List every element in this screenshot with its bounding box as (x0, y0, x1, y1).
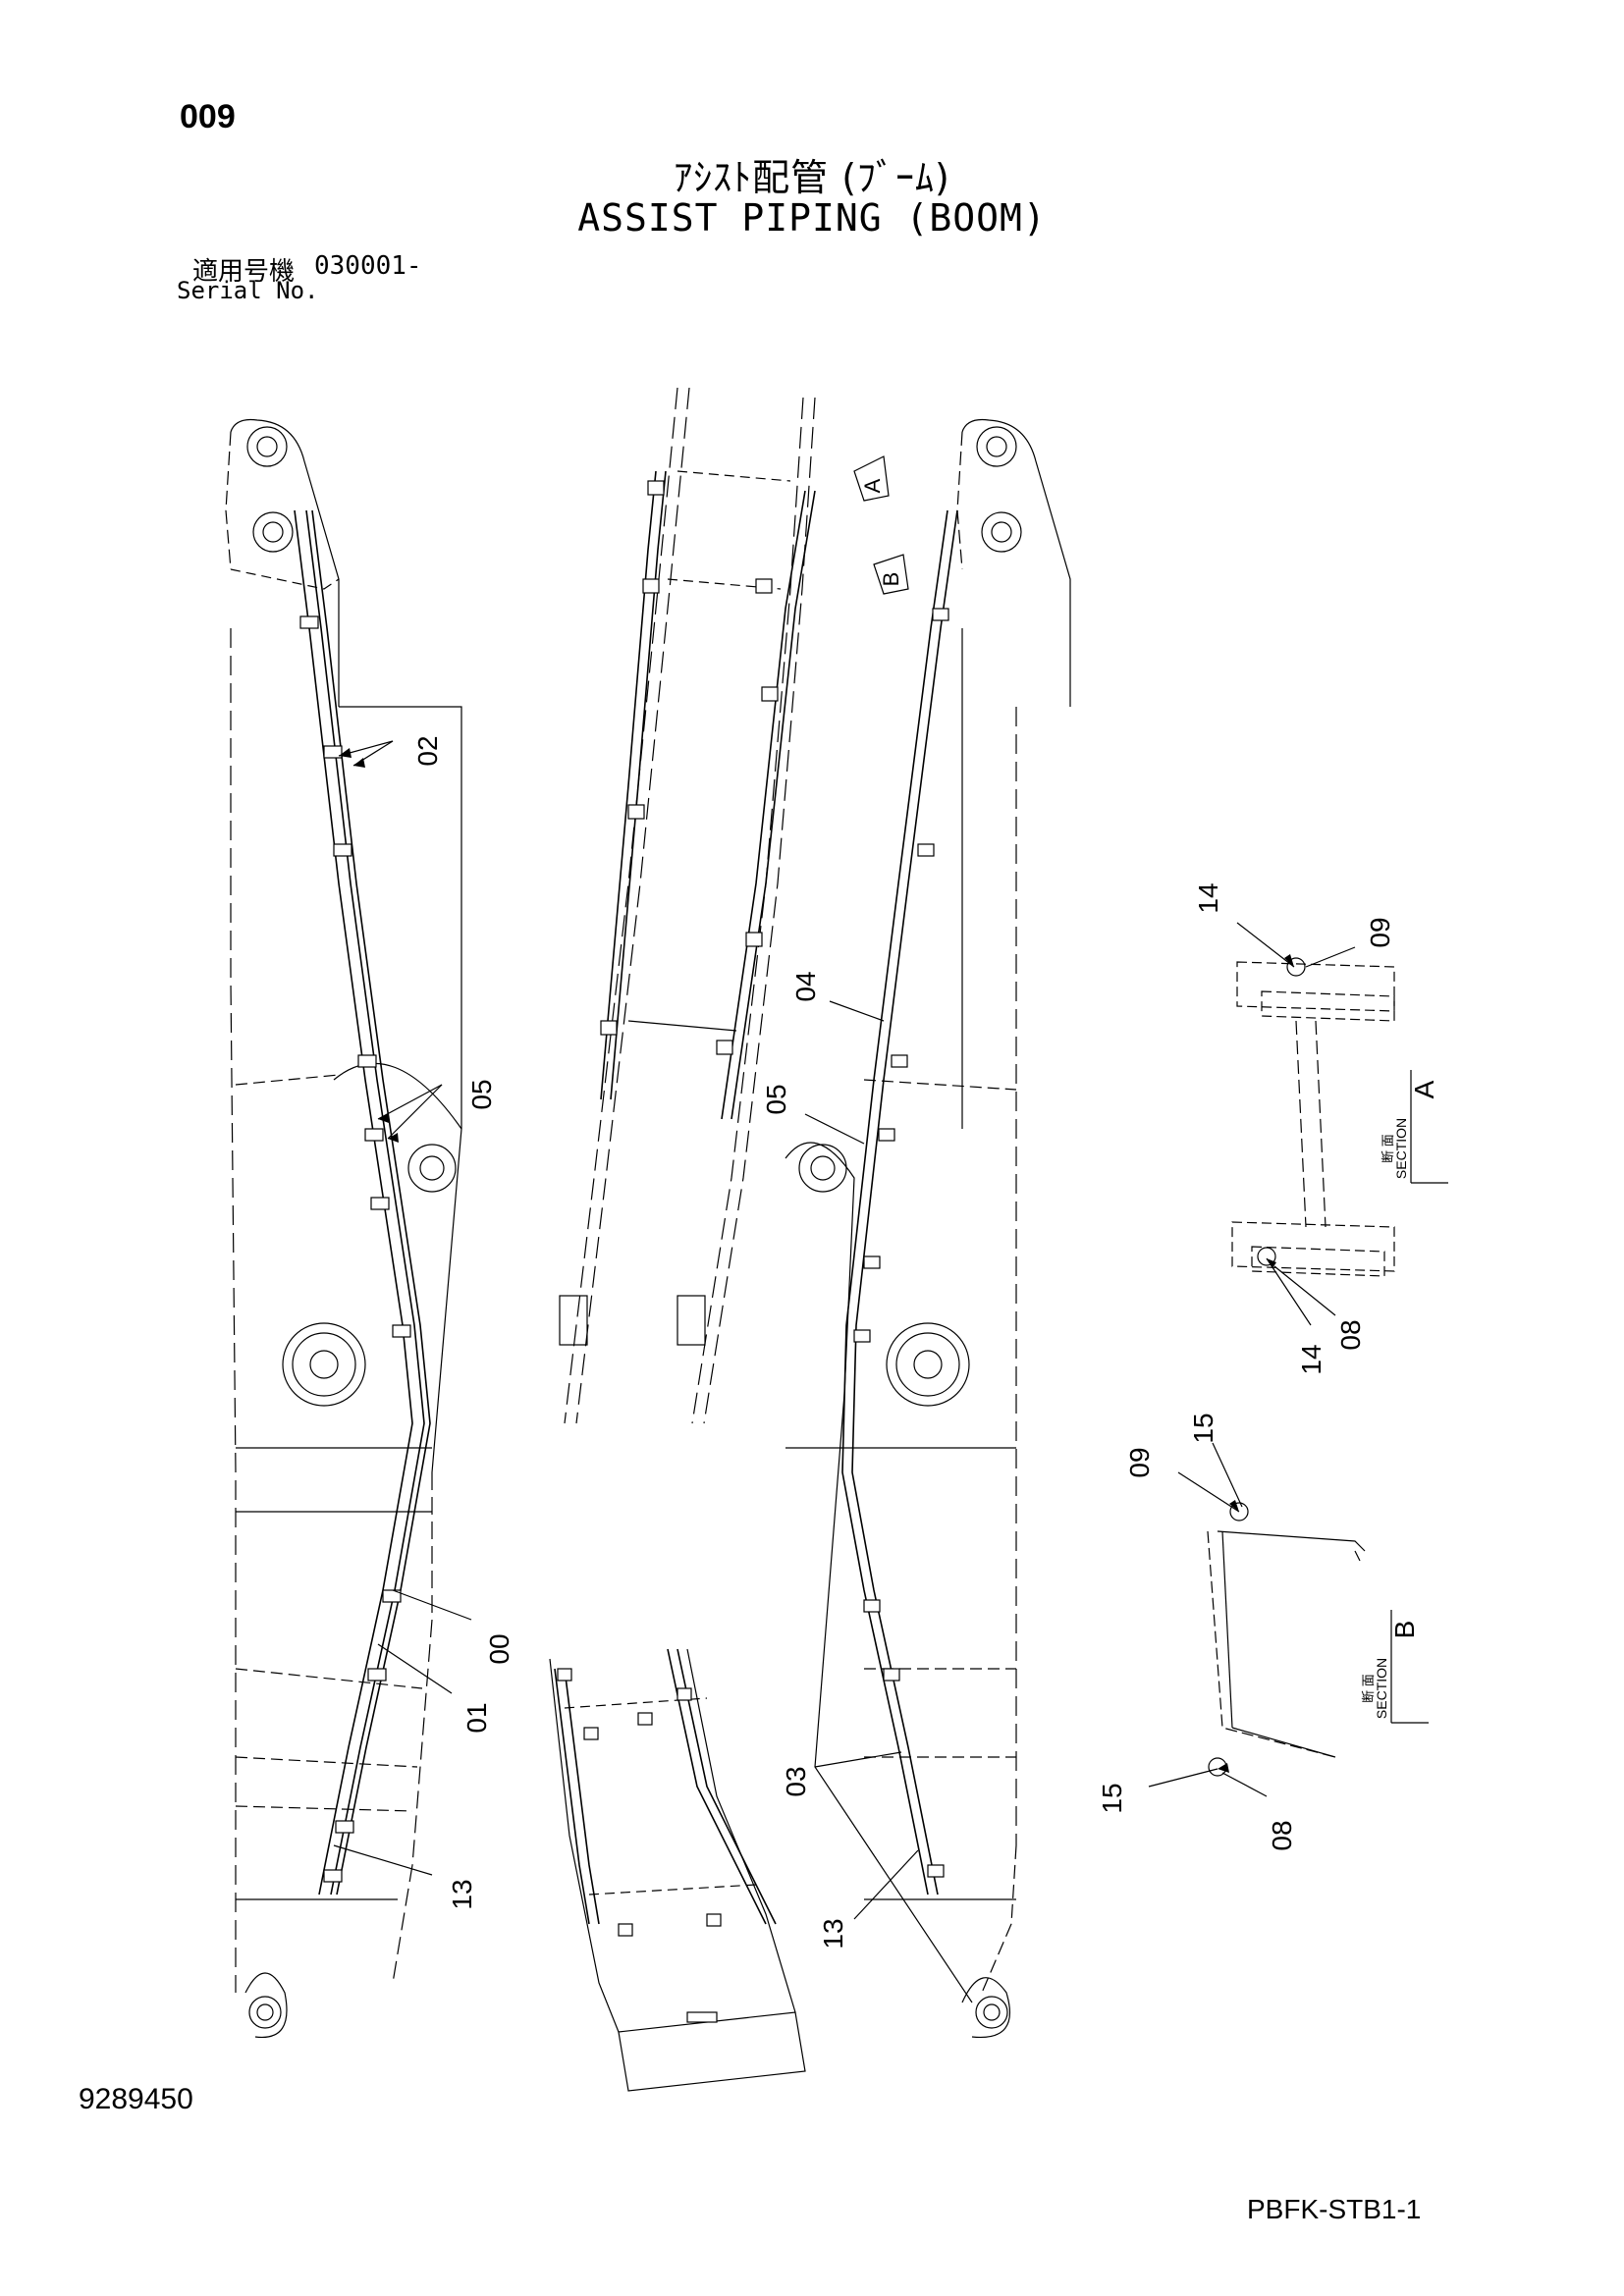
view-marker-a-arrow (853, 455, 890, 502)
serial-label-english: Serial No. (177, 277, 319, 304)
leader-arrowheads (339, 748, 1294, 1773)
callout-label: 13 (818, 1918, 848, 1949)
left-boom-top-pin (246, 426, 288, 467)
section-b-detail (1207, 1502, 1366, 1777)
callout-label: 14 (1296, 1344, 1326, 1374)
section-a-label-jp: 断 面 (1380, 1134, 1395, 1163)
callout-label: 08 (1335, 1319, 1366, 1350)
callout-label: 08 (1267, 1820, 1297, 1850)
left-boom-foot-pin (282, 1322, 366, 1407)
callout-label: 09 (1124, 1447, 1155, 1477)
left-boom-piping (294, 509, 431, 1896)
section-a-label-en: SECTION (1393, 1118, 1409, 1179)
top-view-upper-clamps (600, 480, 779, 1055)
callout-label: 00 (484, 1633, 514, 1664)
page-number: 009 (180, 98, 236, 135)
section-b-letter: B (1389, 1621, 1420, 1639)
title-english: ASSIST PIPING (BOOM) (577, 196, 1047, 240)
top-view-lower-piping (554, 1648, 777, 1925)
callout-label: 05 (761, 1084, 791, 1114)
left-boom-outline (225, 418, 462, 2039)
top-view-lower-clamps (557, 1668, 722, 2023)
callout-label: 09 (1365, 917, 1395, 947)
view-marker-a: A (860, 478, 885, 493)
callout-label: 15 (1188, 1413, 1218, 1443)
callout-label: 15 (1097, 1783, 1127, 1813)
right-boom-upper-pin (981, 511, 1022, 553)
top-view-upper-piping (600, 470, 816, 1120)
drawing-number: 9289450 (79, 2083, 193, 2115)
title-japanese: ｱｼｽﾄ配管 (ﾌﾞｰﾑ) (674, 156, 950, 199)
callout-label: 05 (466, 1079, 497, 1109)
callout-label: 02 (412, 735, 443, 766)
callout-label: 13 (447, 1879, 477, 1909)
right-boom-mid-pin (798, 1144, 847, 1193)
section-b-label-en: SECTION (1374, 1658, 1389, 1719)
view-marker-b-arrow (873, 554, 909, 595)
left-boom-base-pin (248, 1996, 282, 2029)
right-boom-top-pin (976, 426, 1017, 467)
callout-label: 01 (461, 1702, 492, 1733)
callout-leaders (333, 740, 1356, 1920)
callout-label: 14 (1193, 882, 1223, 913)
serial-number-value: 030001- (314, 251, 422, 281)
left-boom-clamps (299, 615, 411, 1883)
top-view-lower-outline (549, 1648, 806, 2092)
section-a-letter: A (1409, 1080, 1439, 1098)
right-boom-foot-pin (886, 1322, 970, 1407)
callout-label: 04 (790, 971, 821, 1001)
sheet-code: PBFK-STB1-1 (1247, 2194, 1422, 2224)
serial-label-japanese: 適用号機 (192, 257, 296, 287)
right-boom-piping (841, 509, 958, 1896)
callout-label: 03 (781, 1766, 811, 1796)
right-boom-clamps (853, 608, 949, 1878)
section-a-detail (1231, 957, 1395, 1277)
left-boom-upper-pin (252, 511, 294, 553)
right-boom-outline (785, 418, 1071, 2039)
right-boom-base-pin (975, 1996, 1008, 2029)
left-boom-mid-pin (407, 1144, 457, 1193)
top-view-upper-outline (559, 387, 816, 1424)
view-marker-b: B (879, 572, 903, 587)
section-b-label-jp: 断 面 (1361, 1674, 1376, 1703)
